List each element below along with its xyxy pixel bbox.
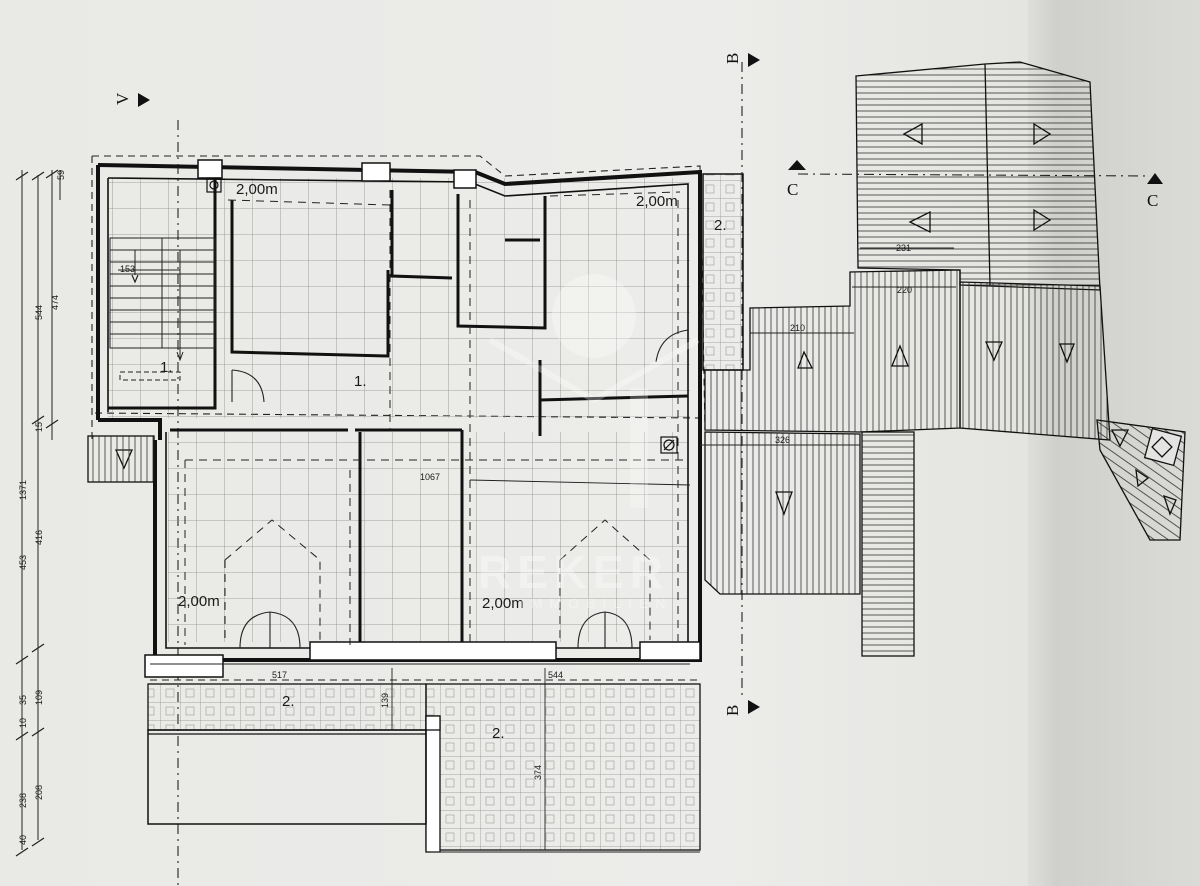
front-terrace	[147, 683, 701, 853]
dim-label: 153	[120, 264, 135, 274]
room-height-label: 2,00m	[482, 595, 524, 612]
left-dimension-lines	[15, 169, 61, 857]
dim-208: 208	[34, 785, 44, 800]
dim-453: 453	[18, 555, 28, 570]
watermark-brand: REKER	[478, 546, 669, 598]
dim-label: 220	[897, 285, 912, 295]
dim-59: 59	[56, 170, 66, 180]
dim-label: 1067	[420, 472, 440, 482]
paper-fold	[1028, 0, 1200, 886]
dim-416: 416	[34, 530, 44, 545]
dim-544: 544	[34, 305, 44, 320]
room-number-terrace-lower: 2.	[492, 725, 505, 742]
room-number-terrace-front: 2.	[282, 693, 295, 710]
section-arrows	[138, 53, 1163, 714]
slope-arrows	[114, 122, 1177, 516]
section-marker-b-bottom: B	[723, 705, 742, 716]
staircase	[109, 237, 216, 381]
room-number-stair: 1.	[160, 359, 173, 376]
dim-474: 474	[50, 295, 60, 310]
entrance-roof	[87, 435, 155, 483]
chimney-symbols	[206, 177, 678, 454]
dim-label: 517	[272, 670, 287, 680]
exterior-stair	[861, 431, 915, 657]
section-marker-v: V	[113, 92, 132, 105]
dim-label: 544	[548, 670, 563, 680]
room-height-label: 2,00m	[636, 193, 678, 210]
dim-35: 35	[18, 695, 28, 705]
watermark-logo: REKER IMMOBILIEN	[478, 274, 700, 611]
doors	[231, 329, 689, 649]
dim-40: 40	[18, 835, 28, 845]
dim-10: 10	[18, 718, 28, 728]
dim-1371: 1371	[18, 480, 28, 500]
room-number-balcony: 2.	[714, 217, 727, 234]
ceiling-lines	[184, 190, 685, 645]
roof-areas	[704, 61, 1186, 595]
dim-label: 231	[896, 243, 911, 253]
dim-238: 238	[18, 793, 28, 808]
section-marker-c-right: C	[1147, 191, 1158, 210]
dimension-lines	[118, 247, 956, 853]
dim-label: 210	[790, 323, 805, 333]
room-number-hall: 1.	[354, 373, 367, 390]
dim-label: 139	[380, 693, 390, 708]
dim-15a: 15	[34, 422, 44, 432]
room-height-label: 2,00m	[236, 181, 278, 198]
dim-label: 326	[775, 435, 790, 445]
dim-109: 109	[34, 690, 44, 705]
left-dimension-labels: 59 474 544 1371 453 416 15 109 10 35 238…	[18, 170, 66, 845]
dim-label: 374	[533, 765, 543, 780]
section-marker-b-top: B	[723, 53, 742, 64]
balcony-right	[702, 173, 744, 371]
room-height-label: 2,00m	[178, 593, 220, 610]
section-marker-c-left: C	[787, 180, 798, 199]
interior-walls	[108, 178, 689, 642]
watermark-sub: IMMOBILIEN	[520, 595, 672, 611]
